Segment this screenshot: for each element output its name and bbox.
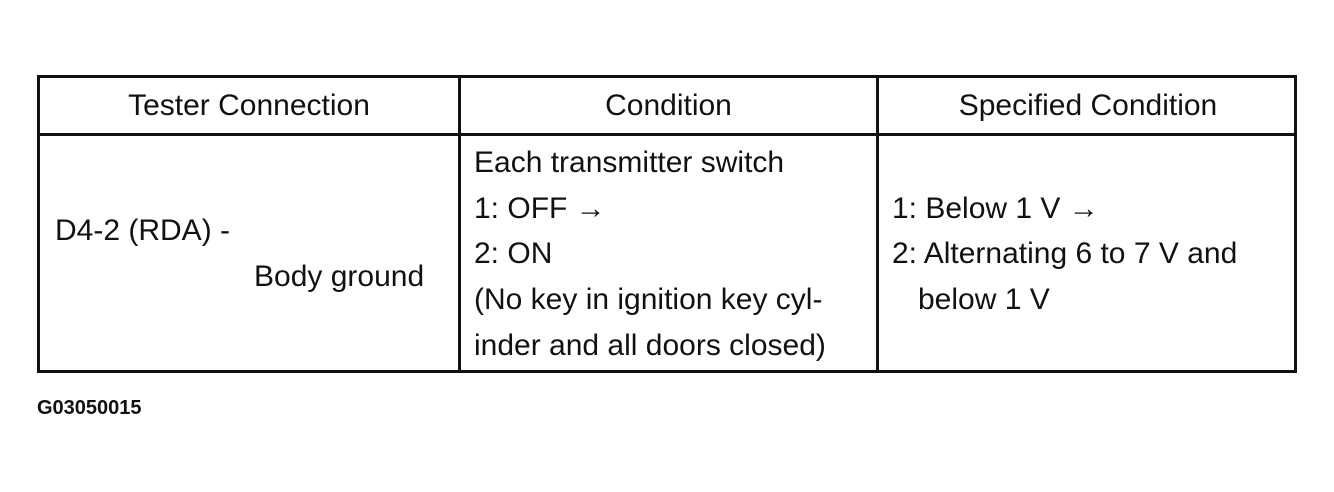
specified-condition-line: below 1 V <box>918 283 1050 316</box>
column-divider <box>458 78 461 370</box>
header-tester-connection: Tester Connection <box>128 89 370 122</box>
spec-table: Tester Connection Condition Specified Co… <box>37 75 1297 373</box>
condition-line: inder and all doors closed) <box>474 329 826 362</box>
column-divider <box>876 78 879 370</box>
condition-line: Each transmitter switch <box>474 146 785 179</box>
header-divider <box>40 133 1294 136</box>
specified-condition-line: 2: Alternating 6 to 7 V and <box>892 237 1238 270</box>
tester-connection-ground: Body ground <box>254 260 425 293</box>
tester-connection-terminal: D4-2 (RDA) - <box>55 214 231 247</box>
header-condition: Condition <box>605 89 732 122</box>
condition-line: 2: ON <box>474 237 553 270</box>
figure-id: G03050015 <box>37 397 142 419</box>
specified-condition-line: 1: Below 1 V → <box>892 192 1099 225</box>
condition-line: 1: OFF → <box>474 192 606 225</box>
condition-line: (No key in ignition key cyl- <box>474 283 823 316</box>
header-specified-condition: Specified Condition <box>958 89 1218 122</box>
